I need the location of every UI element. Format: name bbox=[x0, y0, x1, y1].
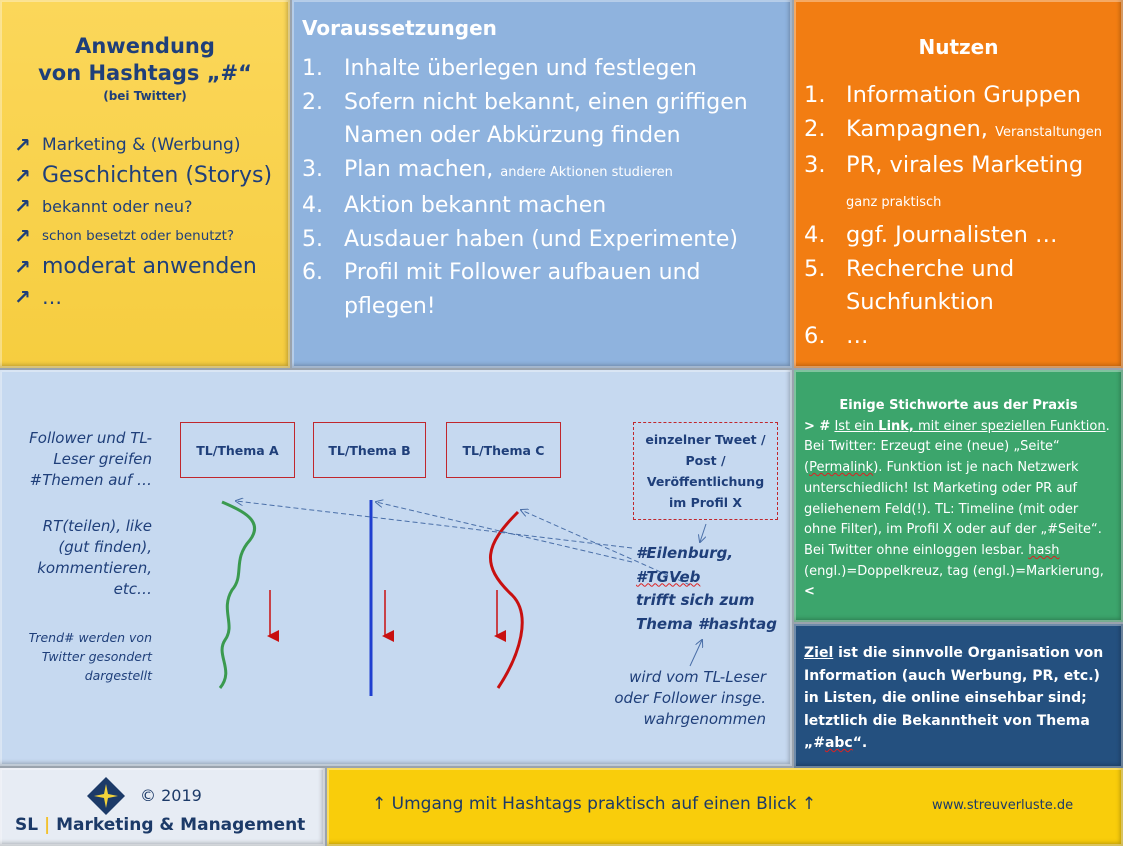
perceived-arrow bbox=[689, 640, 702, 667]
list-item: 3.Plan machen, andere Aktionen studieren bbox=[302, 156, 673, 182]
list-item: 4.ggf. Journalisten … bbox=[804, 222, 1058, 248]
arrow-up-right-icon: ↗ bbox=[14, 285, 31, 309]
list-item: ↗bekannt oder neu? bbox=[14, 194, 193, 218]
list-item: ↗Geschichten (Storys) bbox=[14, 163, 273, 188]
link-arrow-c bbox=[521, 510, 691, 586]
hashtag-example: #Eilenburg, #TGVeb trifft sich zum Thema… bbox=[636, 544, 777, 633]
tweet-box: einzelner Tweet / Post / Veröffentlichun… bbox=[633, 422, 778, 520]
list-item: 5.Recherche und Suchfunktion bbox=[804, 255, 1015, 316]
brand-name: SL | Marketing & Management bbox=[15, 815, 306, 835]
website-link[interactable]: www.streuverluste.de bbox=[932, 798, 1074, 813]
practice-panel: Einige Stichworte aus der Praxis > # Ist… bbox=[794, 370, 1123, 622]
link-arrow-b bbox=[376, 502, 633, 563]
prerequisites-list: 1.Inhalte überlegen und festlegen 2.Sofer… bbox=[302, 52, 792, 323]
arrow-up-right-icon: ↗ bbox=[14, 163, 31, 188]
perceived-text: wird vom TL-Leser oder Follower insge. w… bbox=[614, 668, 766, 728]
followers-text: Follower und TL-Leser greifen #Themen au… bbox=[29, 429, 152, 489]
arrow-up-right-icon: ↗ bbox=[14, 133, 31, 157]
benefits-title: Nutzen bbox=[918, 35, 999, 59]
list-item: 1.Information Gruppen bbox=[804, 82, 1082, 108]
prerequisites-title: Voraussetzungen bbox=[302, 16, 497, 40]
footer-banner: ↑ Umgang mit Hashtags praktisch auf eine… bbox=[327, 768, 1123, 846]
usage-subtitle: (bei Twitter) bbox=[103, 89, 187, 103]
timeline-box-b: TL/Thema B bbox=[313, 422, 426, 478]
goal-panel: Ziel ist die sinnvolle Organisation von … bbox=[794, 624, 1123, 768]
goal-text: Ziel ist die sinnvolle Organisation von … bbox=[804, 645, 1104, 751]
list-item: 2.Sofern nicht bekannt, einen griffigen … bbox=[302, 89, 748, 149]
benefits-panel: Nutzen 1.Information Gruppen 2.Kampagnen,… bbox=[794, 0, 1123, 368]
list-item: 1.Inhalte überlegen und festlegen bbox=[302, 56, 697, 81]
timeline-c-line bbox=[488, 510, 524, 689]
list-item: ↗… bbox=[14, 285, 62, 309]
list-item: 2.Kampagnen, Veranstaltungen bbox=[804, 115, 1103, 142]
copyright: © 2019 bbox=[140, 786, 202, 805]
footer-brand: © 2019 SL | Marketing & Management bbox=[0, 768, 325, 846]
prerequisites-panel: Voraussetzungen 1.Inhalte überlegen und … bbox=[292, 0, 792, 368]
diagram-lines bbox=[218, 370, 707, 696]
trend-text: Trend# werden von Twitter gesondert darg… bbox=[28, 630, 152, 683]
compass-logo-icon bbox=[87, 777, 125, 815]
tweet-arrow bbox=[700, 523, 707, 542]
list-item: 6.Profil mit Follower aufbauen und pfleg… bbox=[302, 260, 701, 319]
arrow-up-right-icon: ↗ bbox=[14, 194, 31, 218]
timeline-a-line bbox=[218, 500, 257, 689]
benefits-list: 1.Information Gruppen 2.Kampagnen, Verans… bbox=[804, 79, 1123, 353]
hashtag-diagram: Follower und TL-Leser greifen #Themen au… bbox=[0, 370, 792, 766]
list-item: ↗schon besetzt oder benutzt? bbox=[14, 224, 235, 248]
timeline-box-a: TL/Thema A bbox=[180, 422, 295, 478]
engagement-text: RT(teilen), like (gut finden), kommentie… bbox=[37, 517, 152, 598]
arrow-up-right-icon: ↗ bbox=[14, 254, 31, 279]
footer-slogan: ↑ Umgang mit Hashtags praktisch auf eine… bbox=[372, 794, 817, 814]
usage-list: ↗Marketing & (Werbung) ↗Geschichten (Sto… bbox=[14, 133, 290, 309]
list-item: 4.Aktion bekannt machen bbox=[302, 193, 607, 218]
list-item: ↗Marketing & (Werbung) bbox=[14, 133, 241, 157]
practice-title: Einige Stichworte aus der Praxis bbox=[839, 398, 1078, 413]
list-item: 5.Ausdauer haben (und Experimente) bbox=[302, 226, 738, 252]
practice-text: > # Ist ein Link, mit einer speziellen F… bbox=[804, 418, 1110, 600]
timeline-box-c: TL/Thema C bbox=[446, 422, 561, 478]
list-item: ↗moderat anwenden bbox=[14, 254, 257, 279]
arrow-up-right-icon: ↗ bbox=[14, 224, 31, 248]
list-item: 6.… bbox=[804, 322, 869, 349]
link-arrow-a bbox=[236, 501, 633, 549]
